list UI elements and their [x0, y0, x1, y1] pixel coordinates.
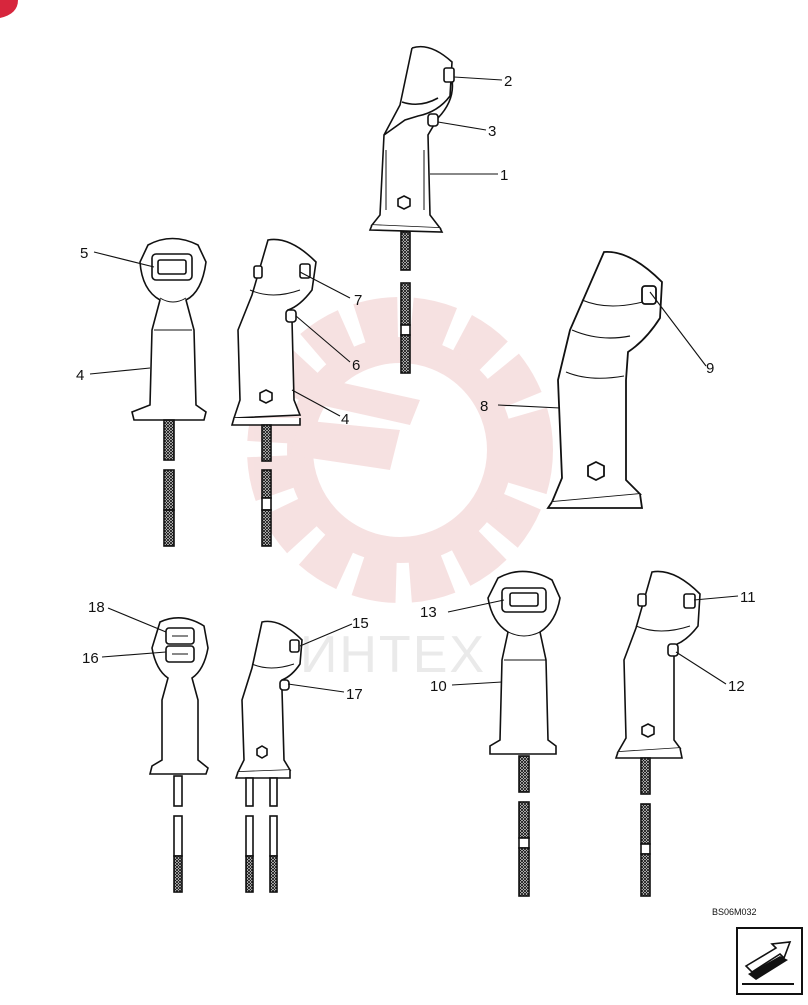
- callout-16: 16: [82, 650, 99, 667]
- callout-6: 6: [352, 357, 360, 374]
- callout-4-side: 4: [341, 411, 349, 428]
- callout-9: 9: [706, 360, 714, 377]
- callout-8: 8: [480, 398, 488, 415]
- callout-12: 12: [728, 678, 745, 695]
- callout-17: 17: [346, 686, 363, 703]
- callout-2: 2: [504, 73, 512, 90]
- callout-labels: 2 3 1 5 4 7 6 4 8 9 18 16 15 17 13 10 11…: [76, 73, 756, 703]
- part-4-joystick-front: [131, 237, 207, 547]
- callout-7: 7: [354, 292, 362, 309]
- callout-11: 11: [740, 589, 756, 606]
- callout-13: 13: [420, 604, 437, 621]
- part-10-joystick-front: [487, 570, 561, 897]
- part-12-joystick-side: [614, 570, 701, 897]
- callout-4-front: 4: [76, 367, 84, 384]
- part-16-joystick-front: [148, 617, 209, 893]
- callout-10: 10: [430, 678, 447, 695]
- part-8-joystick-large: [546, 251, 663, 509]
- watermark-text: ИНТЕХ: [300, 626, 486, 684]
- leader-lines: [89, 76, 739, 693]
- part-4-joystick-side: [230, 238, 317, 547]
- corner-badge: [0, 0, 18, 18]
- callout-1: 1: [500, 167, 508, 184]
- drawing-code: BS06M032: [712, 907, 757, 917]
- callout-15: 15: [352, 615, 369, 632]
- part-1-joystick-side: [368, 45, 455, 374]
- part-17-joystick-side: [234, 620, 303, 893]
- callout-3: 3: [488, 123, 496, 140]
- callout-5: 5: [80, 245, 88, 262]
- next-page-arrow-icon[interactable]: [736, 927, 803, 995]
- callout-18: 18: [88, 599, 105, 616]
- watermark-gear-logo: [247, 297, 553, 603]
